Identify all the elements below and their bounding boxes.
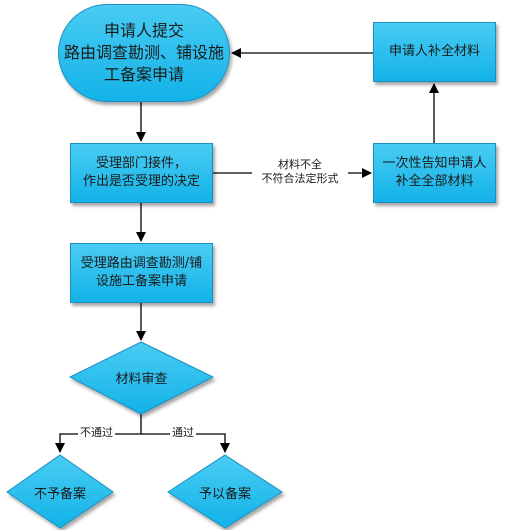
node-notify: 一次性告知申请人 补全全部材料 [373, 143, 496, 203]
node-start: 申请人提交 路由调查勘测、铺设施 工备案申请 [58, 4, 230, 102]
node-supplement-label: 申请人补全材料 [388, 44, 480, 59]
edge-label-pass: 通过 [170, 426, 196, 440]
node-notify-label: 一次性告知申请人 补全全部材料 [382, 156, 487, 189]
node-check-label: 材料审查 [115, 371, 168, 387]
edge-label-fail: 不通过 [78, 426, 115, 440]
node-accept: 受理部门接件， 作出是否受理的决定 [70, 143, 213, 203]
diamond-check [68, 341, 215, 415]
node-review: 受理路由调查勘测/铺 设施工备案申请 [70, 243, 213, 303]
diamond-approve [167, 454, 283, 529]
node-approve-label: 予以备案 [198, 486, 251, 502]
node-reject-label: 不予备案 [33, 486, 86, 502]
diamond-reject [6, 454, 114, 529]
edge-check-to-approve [141, 433, 230, 453]
node-review-label: 受理路由调查勘测/铺 设施工备案申请 [80, 256, 203, 289]
node-accept-label: 受理部门接件， 作出是否受理的决定 [82, 156, 200, 189]
node-supplement: 申请人补全材料 [373, 22, 496, 82]
edge-label-incomplete: 材料不全 不符合法定形式 [252, 158, 348, 186]
node-start-label: 申请人提交 路由调查勘测、铺设施 工备案申请 [63, 21, 224, 84]
